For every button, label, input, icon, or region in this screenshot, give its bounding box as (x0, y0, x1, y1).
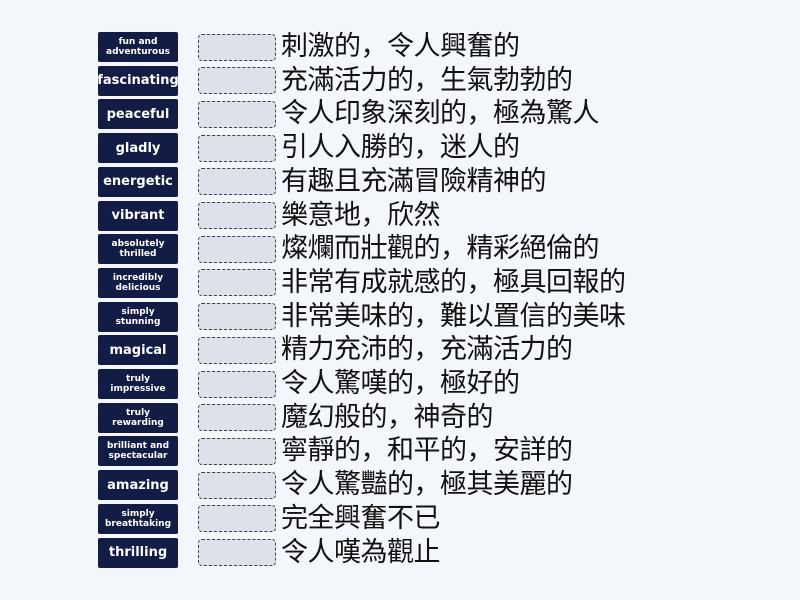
definition-text: 樂意地，欣然 (281, 199, 441, 231)
definition-row: 非常美味的，難以置信的美味 (198, 300, 626, 332)
definition-text: 寧靜的，和平的，安詳的 (281, 435, 573, 467)
drop-zone[interactable] (198, 134, 276, 162)
drop-zone[interactable] (198, 437, 276, 465)
definition-text: 充滿活力的，生氣勃勃的 (281, 64, 573, 96)
word-card-simply-breathtaking[interactable]: simply breathtaking (98, 503, 178, 534)
drop-zone[interactable] (198, 539, 276, 566)
definition-row: 令人嘆為觀止 (198, 536, 441, 568)
drop-zone[interactable] (198, 505, 276, 533)
drop-zone[interactable] (198, 67, 276, 95)
definition-text: 令人嘆為觀止 (281, 536, 441, 568)
definition-row: 寧靜的，和平的，安詳的 (198, 436, 573, 466)
word-card-brilliant-and-spectacular[interactable]: brilliant and spectacular (98, 436, 178, 467)
drop-zone[interactable] (198, 370, 276, 398)
definition-row: 令人印象深刻的，極為驚人 (198, 98, 600, 130)
word-card-peaceful[interactable]: peaceful (98, 99, 178, 130)
word-card-energetic[interactable]: energetic (98, 166, 178, 197)
definition-row: 燦爛而壯觀的，精彩絕倫的 (198, 233, 600, 265)
drop-zone[interactable] (198, 404, 276, 432)
drop-zone[interactable] (198, 303, 276, 331)
word-card-truly-rewarding[interactable]: truly rewarding (98, 402, 178, 433)
word-card-fascinating[interactable]: fascinating (97, 65, 179, 96)
definition-text: 精力充沛的，充滿活力的 (281, 334, 573, 366)
drop-zone[interactable] (198, 336, 276, 364)
word-card-fun-and-adventurous[interactable]: fun and adventurous (98, 32, 178, 62)
word-card-vibrant[interactable]: vibrant (98, 200, 178, 231)
definition-text: 有趣且充滿冒險精神的 (281, 165, 547, 197)
drop-zone[interactable] (198, 471, 276, 499)
definition-text: 引人入勝的，迷人的 (281, 132, 520, 164)
definition-text: 令人驚豔的，極其美麗的 (281, 469, 573, 501)
definition-row: 完全興奮不已 (198, 502, 441, 534)
word-card-truly-impressive[interactable]: truly impressive (98, 369, 178, 399)
definition-text: 非常美味的，難以置信的美味 (281, 300, 626, 332)
definition-row: 精力充沛的，充滿活力的 (198, 335, 573, 365)
drop-zone[interactable] (198, 33, 276, 61)
word-card-amazing[interactable]: amazing (98, 470, 178, 501)
word-card-thrilling[interactable]: thrilling (98, 537, 178, 568)
definition-text: 令人驚嘆的，極好的 (281, 368, 520, 399)
definition-text: 令人印象深刻的，極為驚人 (281, 98, 600, 130)
definition-row: 令人驚豔的，極其美麗的 (198, 470, 573, 500)
definition-row: 充滿活力的，生氣勃勃的 (198, 64, 573, 96)
definition-row: 引人入勝的，迷人的 (198, 133, 520, 163)
definition-row: 令人驚嘆的，極好的 (198, 369, 520, 399)
definition-row: 魔幻般的，神奇的 (198, 401, 494, 433)
definition-text: 非常有成就感的，極具回報的 (281, 266, 626, 298)
word-card-absolutely-thrilled[interactable]: absolutely thrilled (98, 234, 178, 265)
drop-zone[interactable] (198, 235, 276, 263)
definition-row: 刺激的，令人興奮的 (198, 32, 520, 62)
word-card-gladly[interactable]: gladly (98, 133, 178, 164)
drop-zone[interactable] (198, 168, 276, 196)
definition-row: 有趣且充滿冒險精神的 (198, 165, 547, 197)
definition-row: 樂意地，欣然 (198, 199, 441, 231)
definition-text: 魔幻般的，神奇的 (281, 401, 494, 433)
word-card-magical[interactable]: magical (98, 335, 178, 366)
definition-text: 刺激的，令人興奮的 (281, 31, 520, 62)
definition-text: 完全興奮不已 (281, 502, 441, 534)
definition-text: 燦爛而壯觀的，精彩絕倫的 (281, 233, 600, 265)
definition-row: 非常有成就感的，極具回報的 (198, 266, 626, 298)
word-card-incredibly-delicious[interactable]: incredibly delicious (98, 267, 178, 298)
drop-zone[interactable] (198, 202, 276, 229)
drop-zone[interactable] (198, 269, 276, 297)
word-card-simply-stunning[interactable]: simply stunning (98, 301, 178, 332)
drop-zone[interactable] (198, 100, 276, 128)
